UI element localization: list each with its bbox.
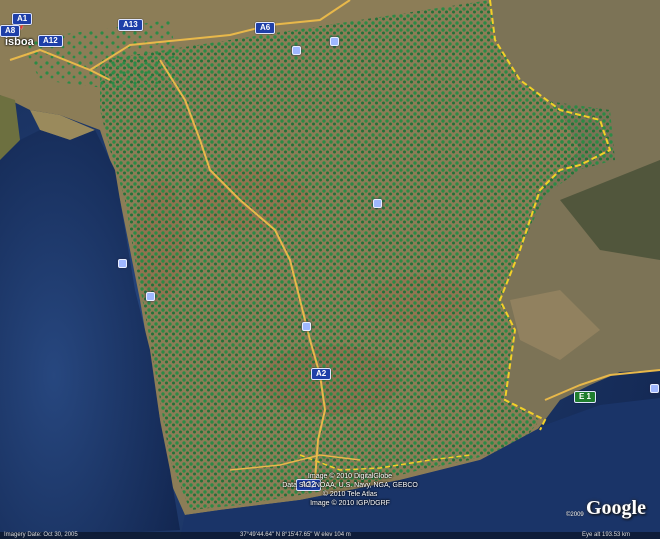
status-bar: Imagery Date: Oct 30, 2005 37°49'44.64" … (0, 532, 660, 539)
poi-marker-icon[interactable] (330, 37, 339, 46)
dark-hills (560, 160, 660, 260)
imagery-date: Imagery Date: Oct 30, 2005 (4, 532, 78, 538)
poi-marker-icon[interactable] (302, 322, 311, 331)
poi-marker-icon[interactable] (292, 46, 301, 55)
placemark-overlay (100, 0, 605, 510)
road-shield-a1: A1 (12, 13, 33, 25)
southern-sea (180, 398, 660, 539)
poi-marker-icon[interactable] (650, 384, 659, 393)
imagery-attribution: Image © 2010 DigitalGlobe Data SIO, NOAA… (282, 473, 418, 507)
road-a6 (89, 0, 351, 71)
eye-altitude: Eye alt 193.53 km (582, 532, 631, 538)
road-a2 (159, 59, 327, 481)
road-shield-a13: A13 (118, 19, 143, 31)
city-label-lisboa: isboa (5, 36, 34, 48)
poi-marker-icon[interactable] (373, 199, 382, 208)
road-a12 (9, 48, 111, 81)
road-shield-a6: A6 (255, 22, 276, 34)
road-shield-a8: A8 (0, 25, 21, 37)
road-shield-a22: A22 (296, 479, 321, 491)
road-a22 (229, 454, 361, 471)
road-shield-a2: A2 (311, 368, 332, 380)
road-e1 (544, 369, 660, 401)
logo-copyright: ©2009 (566, 512, 584, 518)
western-sea (0, 130, 180, 539)
google-logo: Google (586, 497, 646, 519)
border-line (489, 0, 612, 431)
poi-marker-icon[interactable] (118, 259, 127, 268)
cursor-coordinates: 37°49'44.64" N 8°15'47.65" W elev 104 m (240, 532, 351, 538)
poi-marker-icon[interactable] (146, 292, 155, 301)
road-shield-e1: E 1 (574, 391, 597, 403)
road-shield-a12: A12 (38, 35, 63, 47)
